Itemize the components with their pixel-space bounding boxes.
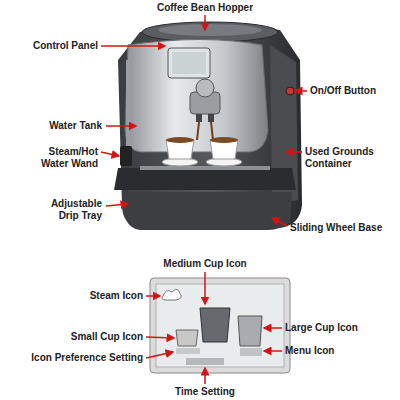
part-label: Steam Icon: [70, 290, 143, 302]
part-label: Steam/Hot Water Wand: [20, 146, 98, 170]
part-label: Sliding Wheel Base: [290, 222, 396, 234]
part-label: Time Setting: [150, 386, 260, 398]
part-label: Adjustable Drip Tray: [34, 198, 102, 222]
part-label: Coffee Bean Hopper: [150, 2, 260, 14]
part-label: Large Cup Icon: [285, 322, 385, 334]
part-label: Control Panel: [18, 40, 98, 52]
part-label: Menu Icon: [285, 345, 385, 357]
part-label: Water Tank: [34, 120, 102, 132]
part-label: Used Grounds Container: [305, 146, 383, 170]
part-label: On/Off Button: [310, 85, 396, 97]
part-label: Icon Preference Setting: [6, 352, 143, 364]
part-label: Medium Cup Icon: [150, 258, 260, 270]
part-label: Small Cup Icon: [48, 331, 143, 343]
